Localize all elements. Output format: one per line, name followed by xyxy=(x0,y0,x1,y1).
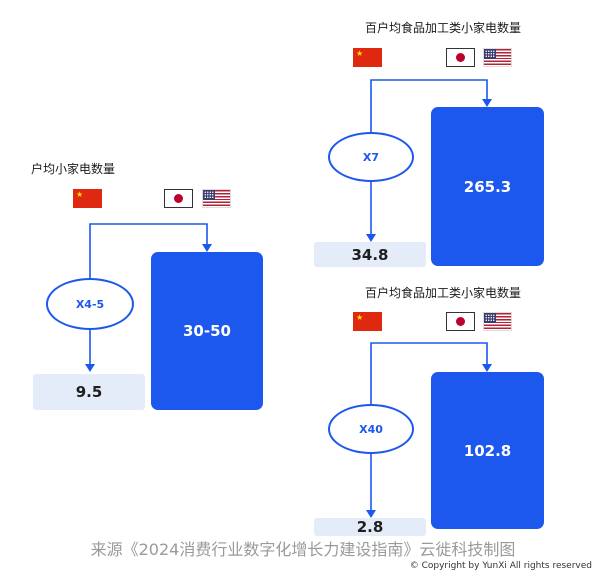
chart-title: 户均小家电数量 xyxy=(31,162,116,176)
multiplier-badge: X40 xyxy=(328,404,414,454)
copyright-notice: © Copyright by YunXi All rights reserved xyxy=(409,561,592,571)
chart-title: 百户均食品加工类小家电数量 xyxy=(365,21,522,35)
japan-usa-value-bar: 265.3 xyxy=(431,107,544,266)
china-flag-icon: ★ xyxy=(73,189,102,208)
japan-flag-icon xyxy=(164,189,193,208)
china-value-box: 9.5 xyxy=(33,374,145,410)
usa-flag-icon xyxy=(483,312,512,331)
japan-usa-value-bar: 30-50 xyxy=(151,252,263,410)
china-flag-icon: ★ xyxy=(353,312,382,331)
japan-flag-icon xyxy=(446,312,475,331)
chart-title: 百户均食品加工类小家电数量 xyxy=(365,286,522,300)
usa-flag-icon xyxy=(202,189,231,208)
china-flag-icon: ★ xyxy=(353,48,382,67)
china-value-box: 2.8 xyxy=(314,518,426,536)
japan-flag-icon xyxy=(446,48,475,67)
source-caption: 来源《2024消费行业数字化增长力建设指南》云徙科技制图 xyxy=(90,540,516,559)
multiplier-badge: X7 xyxy=(328,132,414,182)
china-value-box: 34.8 xyxy=(314,242,426,267)
japan-usa-value-bar: 102.8 xyxy=(431,372,544,529)
usa-flag-icon xyxy=(483,48,512,67)
multiplier-badge: X4-5 xyxy=(46,278,134,330)
